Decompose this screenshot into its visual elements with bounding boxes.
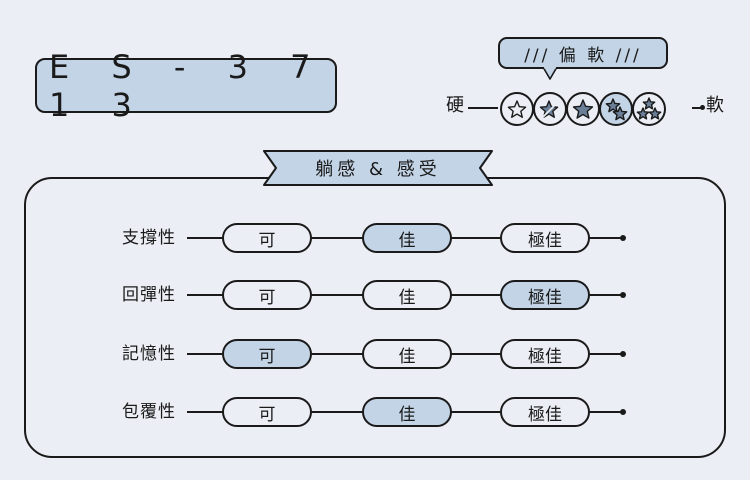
- option-jia[interactable]: 佳: [362, 397, 452, 427]
- star-icon: [642, 97, 656, 110]
- scale-line-right: [692, 107, 702, 109]
- model-code: E S - 3 7 1 3: [49, 47, 327, 124]
- soft-label: 軟: [706, 95, 724, 116]
- star-icon: [507, 100, 527, 118]
- row-end-dot: [620, 235, 626, 241]
- option-ke[interactable]: 可: [222, 339, 312, 369]
- section-title: 躺感 & 感受: [262, 149, 494, 187]
- row-end-dot: [620, 351, 626, 357]
- star-slash: [541, 101, 559, 119]
- option-jijia[interactable]: 極佳: [500, 223, 590, 253]
- rating-row-memory: 記憶性 可 佳 極佳: [0, 337, 750, 371]
- option-jijia[interactable]: 極佳: [500, 280, 590, 310]
- star-icon: [612, 106, 628, 121]
- firmness-bias-tag: /// 偏 軟 ///: [498, 37, 668, 69]
- option-jijia[interactable]: 極佳: [500, 339, 590, 369]
- section-title-text: 躺感 & 感受: [315, 159, 441, 180]
- star-icon: [636, 107, 650, 120]
- star-icon: [605, 98, 621, 113]
- star-icon: [572, 99, 594, 119]
- star-icon: [648, 107, 662, 120]
- row-label: 回彈性: [122, 285, 176, 305]
- row-label: 包覆性: [122, 402, 176, 422]
- section-banner: [263, 150, 493, 186]
- scale-line-left: [468, 107, 498, 109]
- bias-pointer-arrow: [542, 67, 558, 80]
- row-label: 記憶性: [122, 344, 176, 364]
- option-ke[interactable]: 可: [222, 397, 312, 427]
- option-ke[interactable]: 可: [222, 223, 312, 253]
- model-badge: E S - 3 7 1 3: [35, 48, 337, 124]
- option-ke[interactable]: 可: [222, 280, 312, 310]
- option-jia[interactable]: 佳: [362, 339, 452, 369]
- row-end-dot: [620, 292, 626, 298]
- hard-label: 硬: [446, 95, 464, 116]
- firmness-bias-label: /// 偏 軟 ///: [524, 45, 642, 66]
- row-end-dot: [620, 409, 626, 415]
- firmness-star-rail: [500, 92, 666, 126]
- rating-row-resilience: 回彈性 可 佳 極佳: [0, 278, 750, 312]
- option-jia[interactable]: 佳: [362, 280, 452, 310]
- row-label: 支撐性: [122, 228, 176, 248]
- scale-end-dot: [700, 105, 705, 110]
- option-jijia[interactable]: 極佳: [500, 397, 590, 427]
- star-icon: [539, 100, 559, 118]
- rating-row-wrap: 包覆性 可 佳 極佳: [0, 395, 750, 429]
- option-jia[interactable]: 佳: [362, 223, 452, 253]
- rating-row-support: 支撐性 可 佳 極佳: [0, 221, 750, 255]
